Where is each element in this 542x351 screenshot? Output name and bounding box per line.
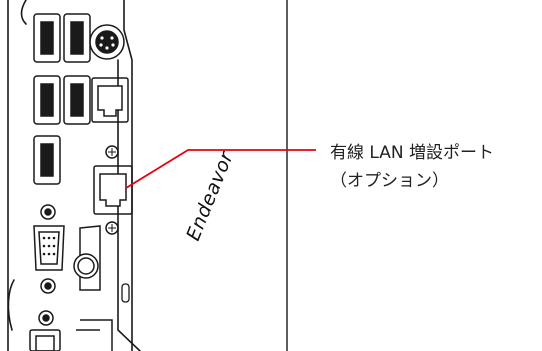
ps2-port	[89, 24, 125, 60]
usb-port	[63, 75, 91, 125]
usb-port	[33, 135, 61, 185]
usb-port	[33, 13, 61, 63]
vga-port	[33, 204, 65, 294]
onboard-lan-port	[91, 77, 129, 123]
callout-label-title: 有線 LAN 増設ポート	[330, 143, 495, 163]
callout-leader-line	[125, 149, 316, 189]
usb-ports	[33, 13, 91, 185]
lower-connectors	[29, 310, 113, 351]
chassis-slot	[121, 283, 130, 303]
callout-label-note: （オプション）	[330, 171, 449, 191]
expansion-lan-port	[93, 145, 133, 235]
usb-port	[33, 75, 61, 125]
brand-label: Endeavor	[182, 148, 238, 244]
usb-port	[63, 13, 91, 63]
chassis-latch	[73, 225, 101, 291]
